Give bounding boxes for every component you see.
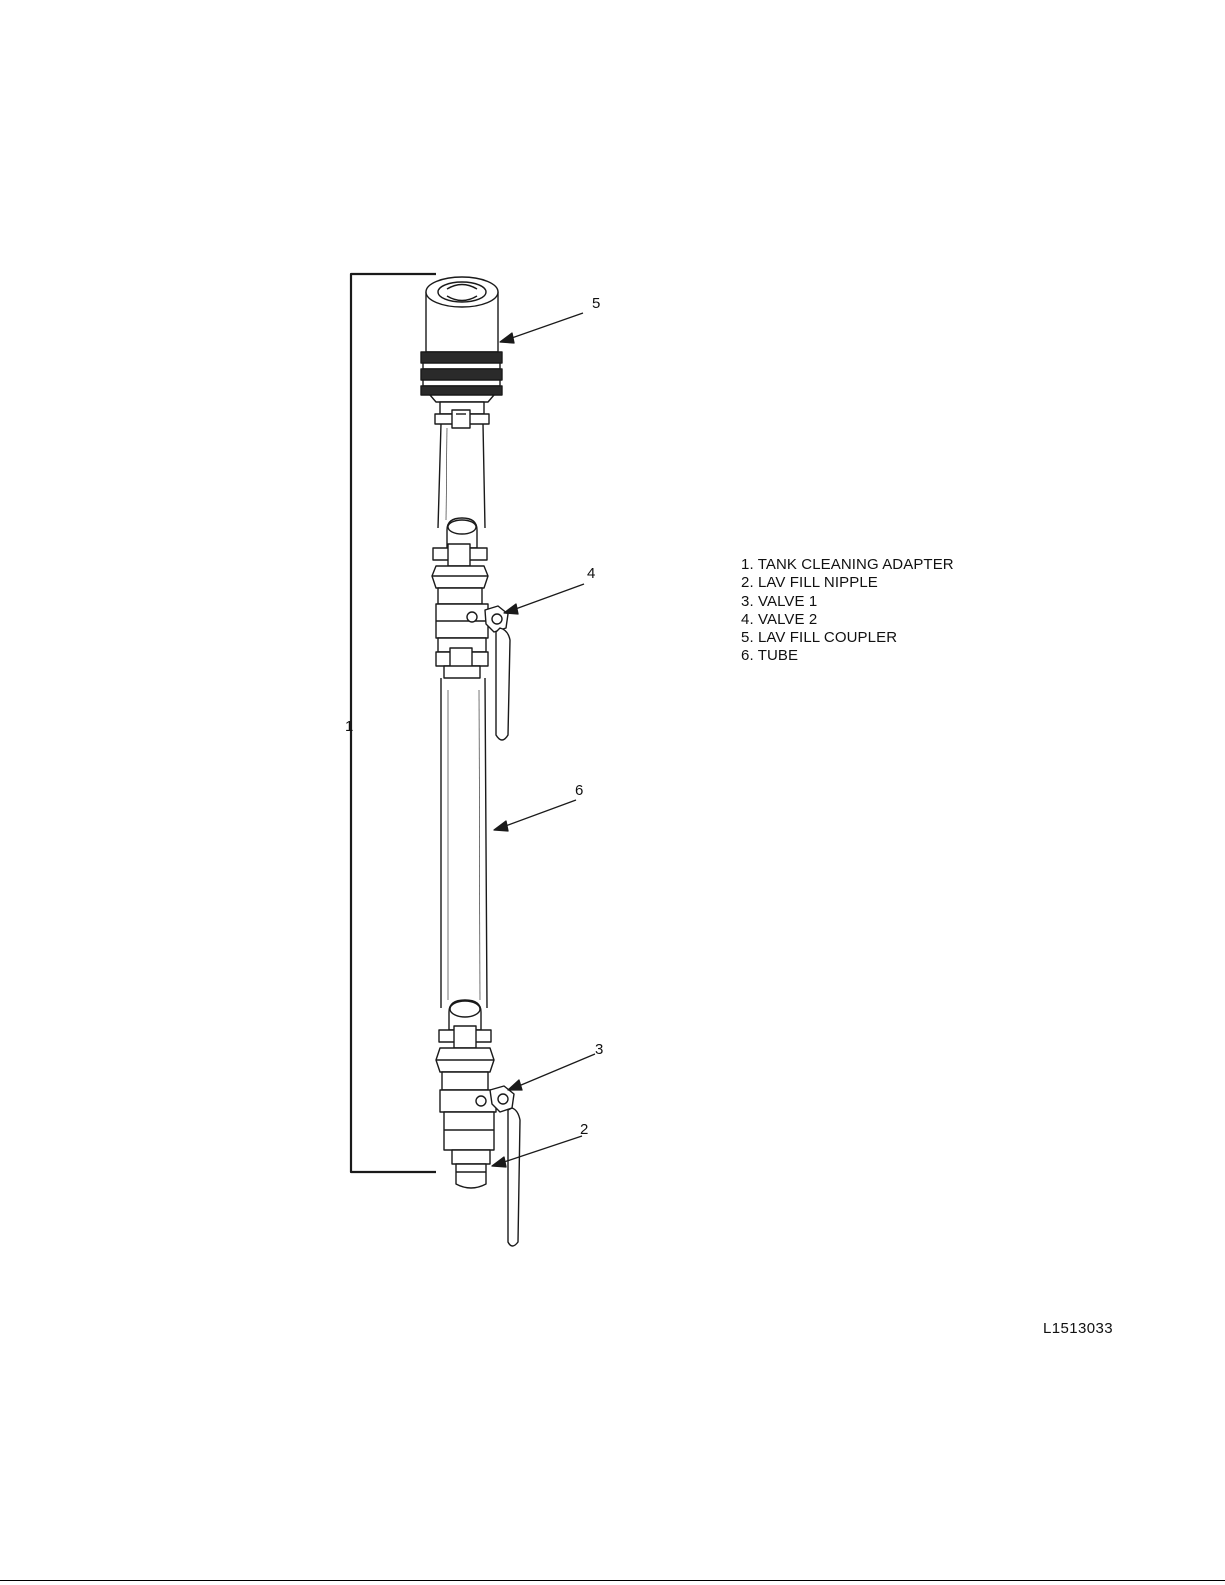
legend-item: 5. LAV FILL COUPLER xyxy=(741,629,954,647)
callout-2: 2 xyxy=(580,1121,588,1138)
callout-3: 3 xyxy=(595,1041,603,1058)
leader-3 xyxy=(508,1054,595,1090)
adapter-bracket xyxy=(351,274,436,1172)
valve-1 xyxy=(436,1000,520,1246)
lav-fill-coupler xyxy=(421,277,502,428)
parts-legend: 1. TANK CLEANING ADAPTER 2. LAV FILL NIP… xyxy=(741,556,954,666)
leader-4 xyxy=(504,584,584,614)
legend-item: 6. TUBE xyxy=(741,647,954,665)
callout-4: 4 xyxy=(587,565,595,582)
lav-fill-nipple xyxy=(452,1150,490,1188)
tube xyxy=(441,678,487,1008)
legend-item: 4. VALVE 2 xyxy=(741,611,954,629)
callout-1: 1 xyxy=(345,718,353,735)
legend-item: 3. VALVE 1 xyxy=(741,593,954,611)
legend-item: 1. TANK CLEANING ADAPTER xyxy=(741,556,954,574)
page-bottom-rule xyxy=(0,1580,1225,1581)
callout-6: 6 xyxy=(575,782,583,799)
legend-item: 2. LAV FILL NIPPLE xyxy=(741,574,954,592)
valve-2 xyxy=(432,518,510,740)
callout-5: 5 xyxy=(592,295,600,312)
figure-id: L1513033 xyxy=(1043,1320,1113,1337)
leader-5 xyxy=(500,313,583,343)
upper-tube xyxy=(438,424,485,528)
leader-6 xyxy=(494,800,576,831)
leader-2 xyxy=(492,1136,582,1167)
